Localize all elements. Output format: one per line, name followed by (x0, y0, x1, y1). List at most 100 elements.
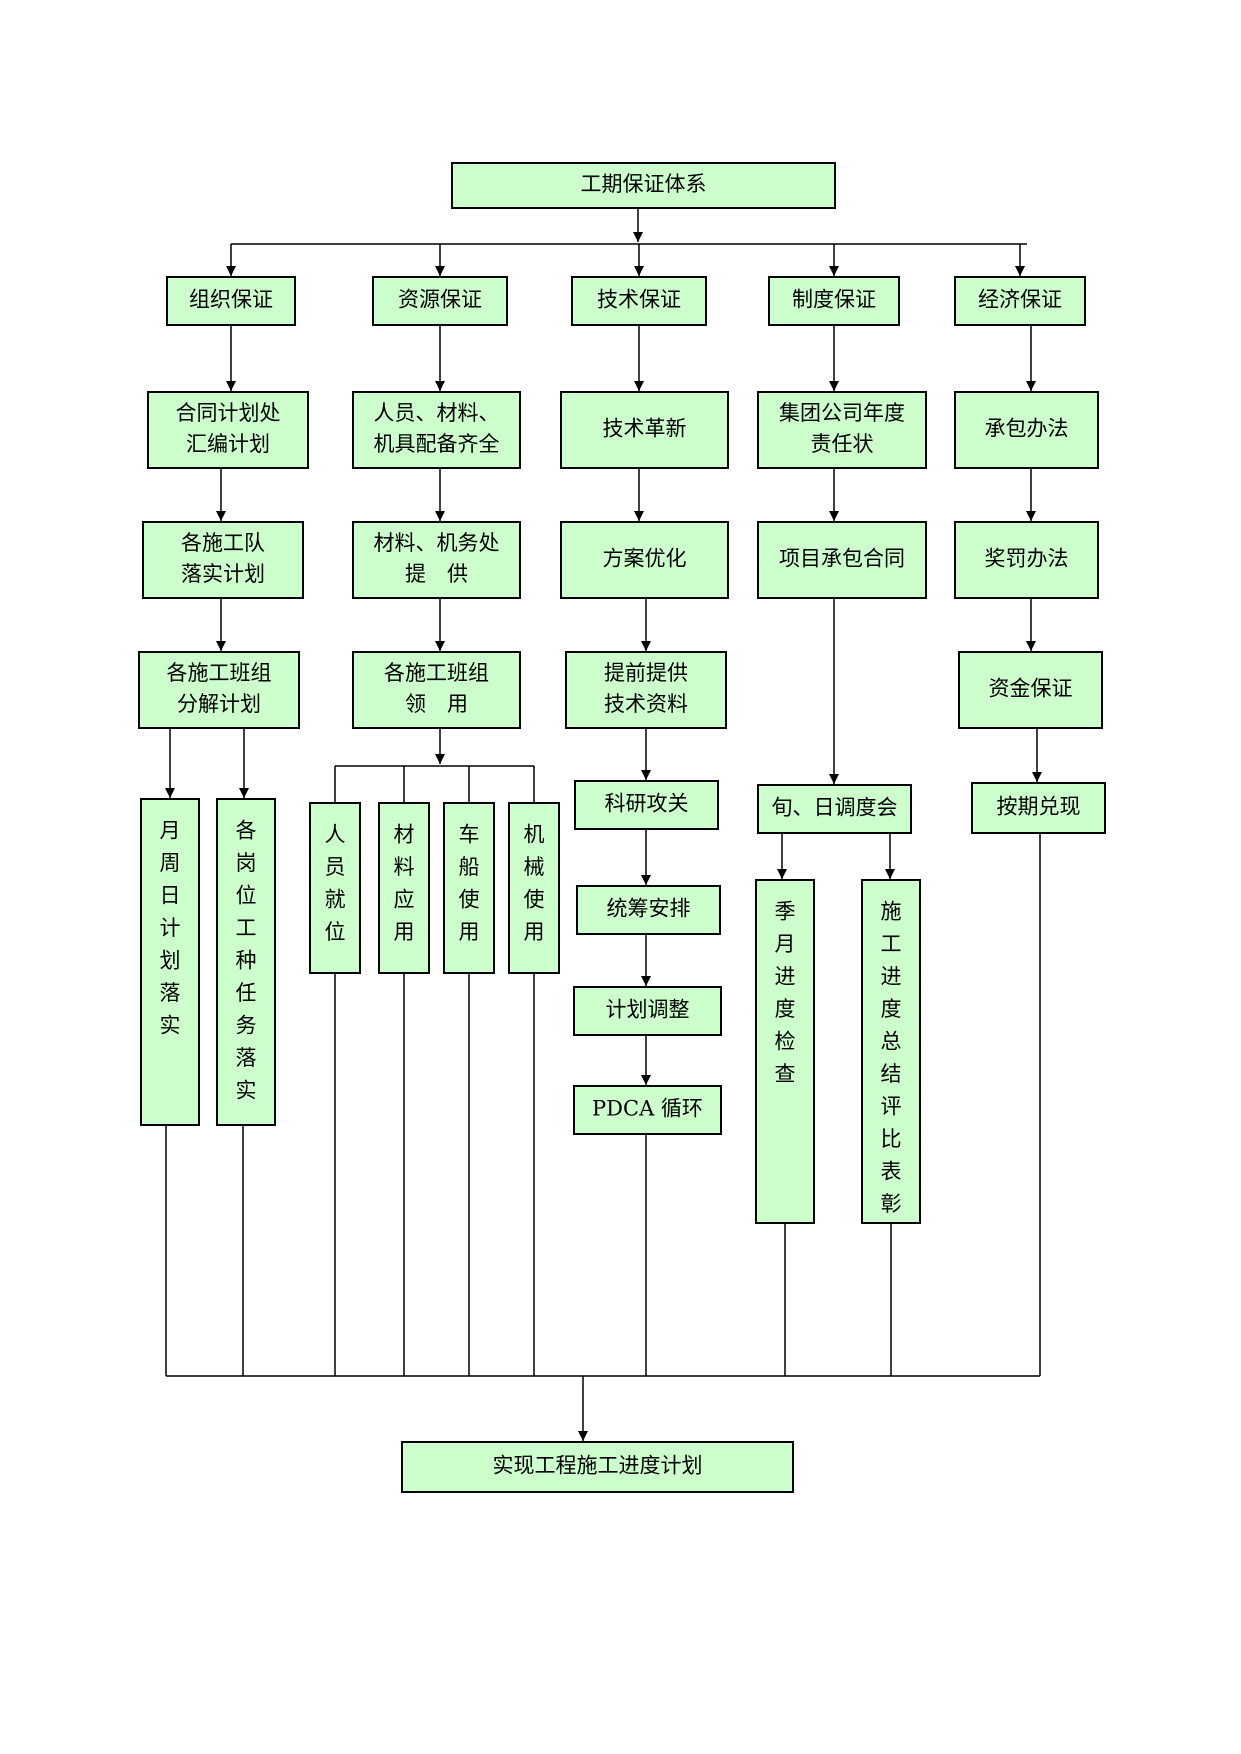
node-root: 工期保证体系 (451, 162, 836, 209)
node-label-char: 任 (236, 981, 257, 1005)
node-box (954, 391, 1099, 469)
node-box (352, 651, 521, 729)
node-label-char: 人 (325, 823, 346, 847)
node-box (573, 986, 722, 1036)
node-label: 技术革新 (603, 417, 687, 441)
node-box (401, 1441, 794, 1493)
node-box (147, 391, 309, 469)
node-box (768, 276, 900, 326)
node-box (140, 798, 200, 1126)
node-box (560, 391, 729, 469)
node-label-char: 位 (325, 920, 346, 944)
node-box (971, 782, 1106, 834)
node-label-char: 船 (459, 855, 480, 879)
node-tech-6: 计划调整 (573, 986, 722, 1036)
node-label: 人员、材料、 (374, 401, 500, 425)
node-box (757, 784, 912, 834)
node-label: 项目承包合同 (779, 547, 905, 571)
node-label-char: 应 (394, 888, 415, 912)
node-label: 材料、机务处 (374, 531, 500, 555)
node-box (142, 521, 304, 599)
node-cat-sys: 制度保证 (768, 276, 900, 326)
node-label-char: 员 (325, 855, 346, 879)
node-label: 制度保证 (792, 288, 876, 312)
node-cat-econ: 经济保证 (954, 276, 1086, 326)
node-box (576, 885, 721, 935)
node-label: 提前提供 (604, 661, 688, 685)
node-label-char: 施 (881, 900, 902, 924)
node-label: 各施工队 (181, 531, 265, 555)
node-box (574, 780, 719, 830)
node-box (352, 391, 521, 469)
node-tech-7: PDCA 循环 (573, 1085, 722, 1135)
node-label-char: 机 (524, 823, 545, 847)
node-box (861, 879, 921, 1224)
node-box (757, 521, 927, 599)
node-box (451, 162, 836, 209)
node-label-char: 评 (881, 1095, 902, 1119)
connectors (165, 208, 1042, 1441)
node-box (571, 276, 707, 326)
node-label: 实现工程施工进度计划 (493, 1454, 703, 1478)
node-label-char: 使 (459, 888, 480, 912)
node-box (560, 521, 729, 599)
node-box (372, 276, 508, 326)
node-label: 科研攻关 (605, 792, 689, 816)
node-label: 方案优化 (603, 547, 687, 571)
node-box (757, 391, 927, 469)
node-label: 统筹安排 (607, 897, 691, 921)
node-label-char: 用 (524, 920, 545, 944)
node-label-char: 位 (236, 884, 257, 908)
node-box (958, 651, 1103, 729)
node-label: 领 用 (405, 692, 468, 716)
node-label-char: 检 (775, 1030, 796, 1054)
node-label-char: 划 (160, 949, 181, 973)
node-box (352, 521, 521, 599)
node-label-char: 日 (160, 884, 181, 908)
node-label-char: 工 (236, 916, 257, 940)
node-label: 落实计划 (181, 562, 265, 586)
node-label-char: 岗 (236, 851, 257, 875)
node-box (309, 802, 361, 974)
node-sys-2: 项目承包合同 (757, 521, 927, 599)
node-res-1: 人员、材料、机具配备齐全 (352, 391, 521, 469)
node-label: 按期兑现 (997, 795, 1081, 819)
node-label-char: 就 (325, 888, 346, 912)
node-box (138, 651, 300, 729)
node-tech-4: 科研攻关 (574, 780, 719, 830)
node-label-char: 材 (394, 823, 415, 847)
node-tech-2: 方案优化 (560, 521, 729, 599)
node-label-char: 度 (881, 997, 902, 1021)
node-label: 技术资料 (604, 692, 688, 716)
node-box (378, 802, 430, 974)
node-label: 汇编计划 (186, 432, 270, 456)
node-tech-5: 统筹安排 (576, 885, 721, 935)
node-label-char: 比 (881, 1127, 902, 1151)
node-label-char: 查 (775, 1062, 796, 1086)
node-label-char: 各 (236, 819, 257, 843)
node-label-char: 进 (881, 965, 902, 989)
node-label: 分解计划 (177, 692, 261, 716)
node-label-char: 实 (160, 1014, 181, 1038)
node-label-char: 用 (459, 920, 480, 944)
node-label: 机具配备齐全 (374, 432, 500, 456)
node-label-char: 车 (459, 823, 480, 847)
node-econ-1: 承包办法 (954, 391, 1099, 469)
node-result: 实现工程施工进度计划 (401, 1441, 794, 1493)
node-label-char: 月 (775, 932, 796, 956)
node-label: 资金保证 (989, 677, 1073, 701)
node-label-char: 结 (881, 1062, 902, 1086)
node-label: 经济保证 (978, 288, 1062, 312)
node-label-char: 种 (236, 949, 257, 973)
node-label-char: 料 (394, 855, 415, 879)
